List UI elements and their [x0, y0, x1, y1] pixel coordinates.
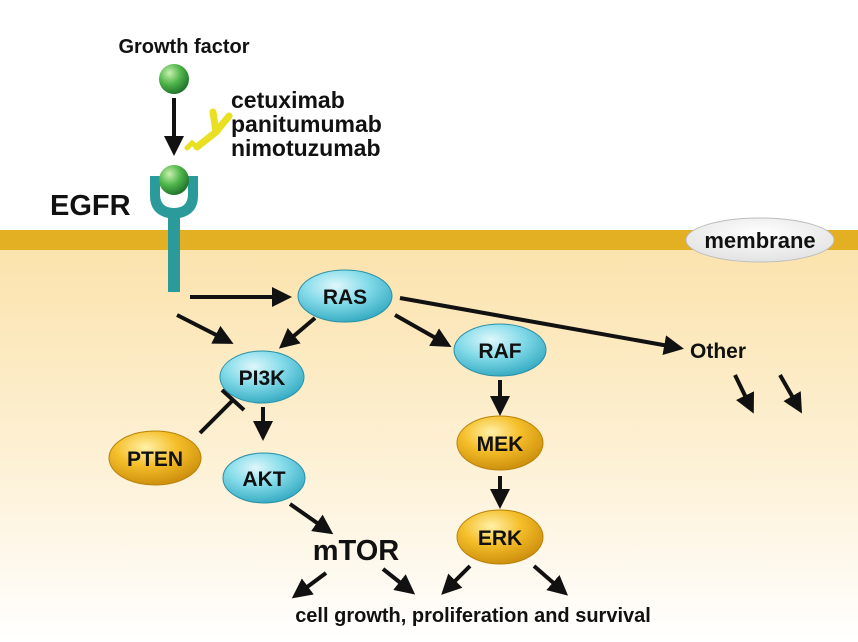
pathway-arrows — [176, 287, 802, 599]
antibody-nimotuzumab: nimotuzumab — [231, 135, 381, 161]
node-raf-label: RAF — [478, 340, 521, 363]
arrow-erk-outcome-left — [441, 564, 472, 595]
node-akt-label: AKT — [242, 468, 285, 491]
arrow-ras-raf — [394, 313, 452, 347]
antibody-cetuximab: cetuximab — [231, 87, 345, 113]
bound-ligand-icon — [159, 165, 189, 195]
node-pi3k: PI3K — [219, 350, 305, 404]
other-label: Other — [690, 340, 746, 363]
node-ras-label: RAS — [323, 286, 367, 309]
membrane-text: membrane — [704, 228, 815, 253]
outcome-label: cell growth, proliferation and survival — [295, 605, 651, 627]
growth-factor-label: Growth factor — [118, 36, 249, 58]
node-pi3k-label: PI3K — [239, 367, 286, 390]
node-mek-label: MEK — [477, 433, 524, 456]
egfr-receptor-icon — [150, 165, 198, 292]
node-erk-label: ERK — [478, 527, 522, 550]
membrane-label: membrane — [685, 217, 835, 263]
arrow-ras-pi3k — [278, 316, 317, 349]
arrow-egfr-pi3k — [176, 313, 234, 344]
arrow-erk-outcome-right — [532, 564, 569, 596]
node-erk: ERK — [456, 509, 544, 565]
arrow-akt-mtor — [288, 502, 334, 535]
node-pten-label: PTEN — [127, 448, 183, 471]
arrow-other-2 — [778, 374, 802, 414]
arrow-other-1 — [733, 374, 755, 414]
node-akt: AKT — [222, 452, 306, 504]
membrane-band — [0, 230, 858, 250]
arrow-ras-other — [399, 296, 684, 356]
egfr-label: EGFR — [50, 190, 131, 222]
node-mek: MEK — [456, 415, 544, 471]
arrow-mtor-outcome-right — [381, 567, 416, 595]
mtor-label: mTOR — [313, 535, 400, 567]
arrow-mtor-outcome-left — [291, 571, 328, 599]
node-ras: RAS — [297, 269, 393, 323]
extracellular-space — [0, 0, 858, 230]
pten-inhibition-line — [198, 388, 246, 435]
growth-factor-ligand-icon — [159, 64, 189, 94]
antibody-panitumumab: panitumumab — [231, 111, 382, 137]
node-raf: RAF — [453, 323, 547, 377]
node-pten: PTEN — [108, 430, 202, 486]
antibody-icon — [184, 108, 233, 151]
